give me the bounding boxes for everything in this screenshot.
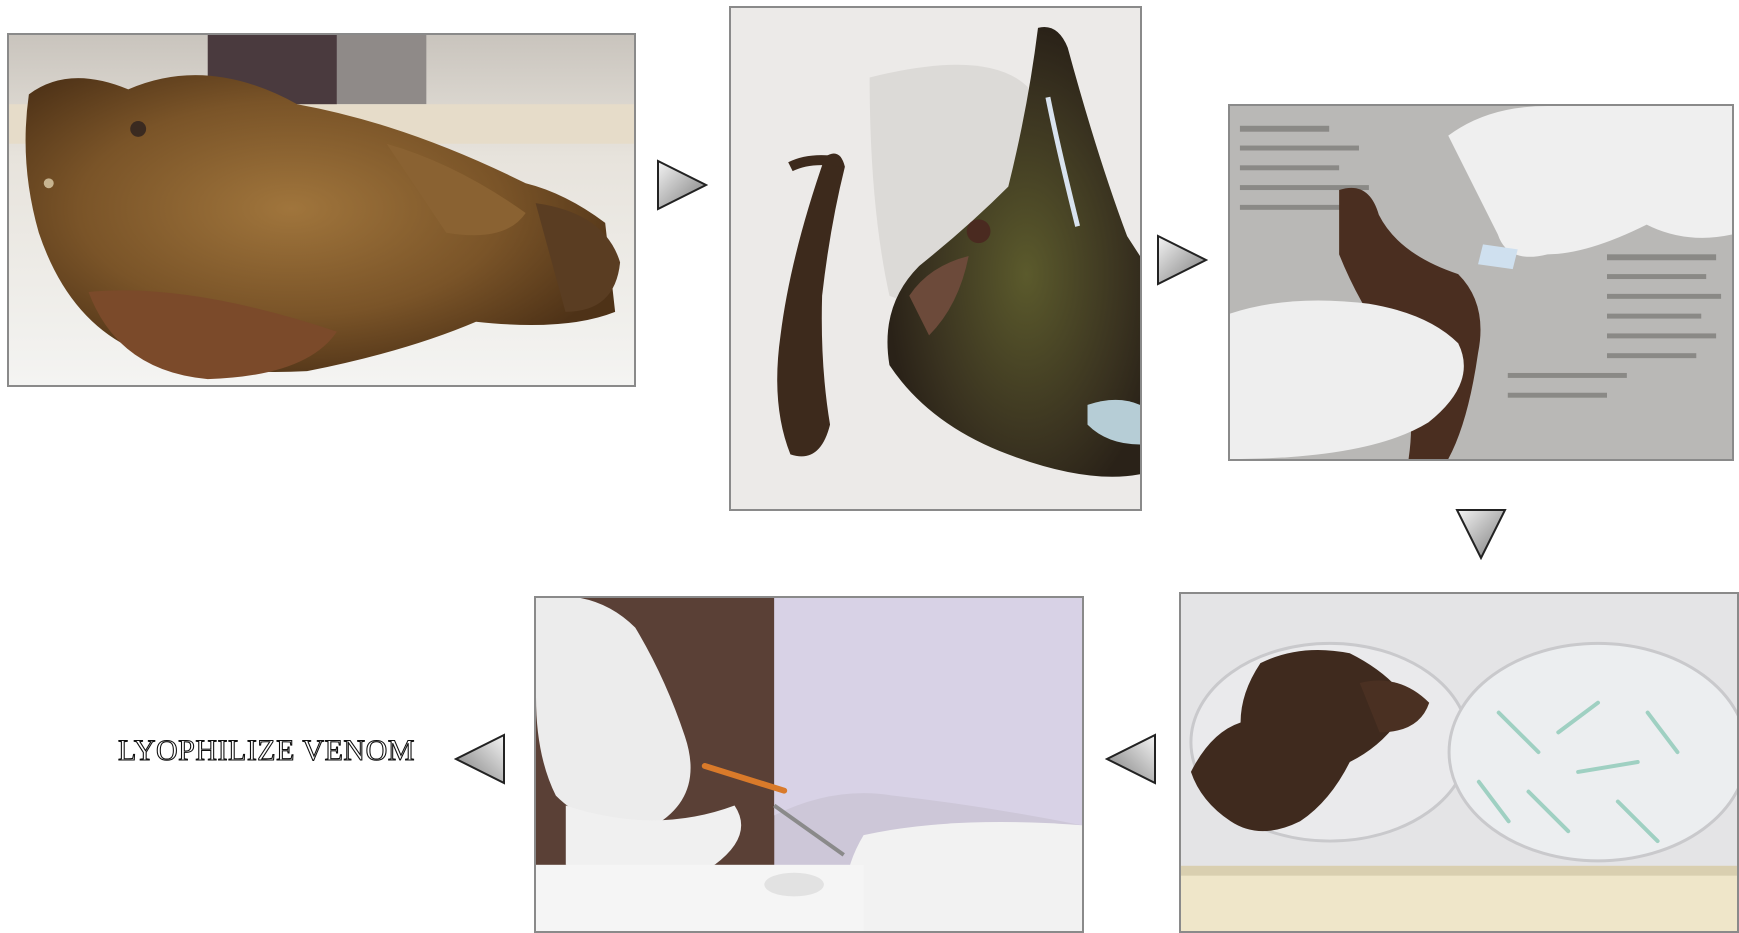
stonefish-image [9,35,634,385]
arrow-left-1 [1105,733,1157,785]
photo-venom-extraction [1228,104,1734,461]
arrow-right-2 [1156,234,1208,286]
dissected-fish-image [731,8,1140,509]
photo-whole-stonefish [7,33,636,387]
final-step-label: LYOPHILIZE VENOM [118,734,415,768]
triangle-left-icon [454,733,506,785]
arrow-right-1 [656,159,708,211]
triangle-left-icon [1105,733,1157,785]
triangle-right-icon [656,159,708,211]
pipette-image [536,598,1082,931]
photo-dissected-spines [729,6,1142,511]
arrow-down-1 [1455,508,1507,560]
triangle-down-icon [1455,508,1507,560]
gloved-hands-image [1230,106,1732,459]
photo-venom-glands-dishes [1179,592,1739,933]
arrow-left-2 [454,733,506,785]
photo-pipetting-venom [534,596,1084,933]
triangle-right-icon [1156,234,1208,286]
petri-dish-image [1181,594,1737,931]
